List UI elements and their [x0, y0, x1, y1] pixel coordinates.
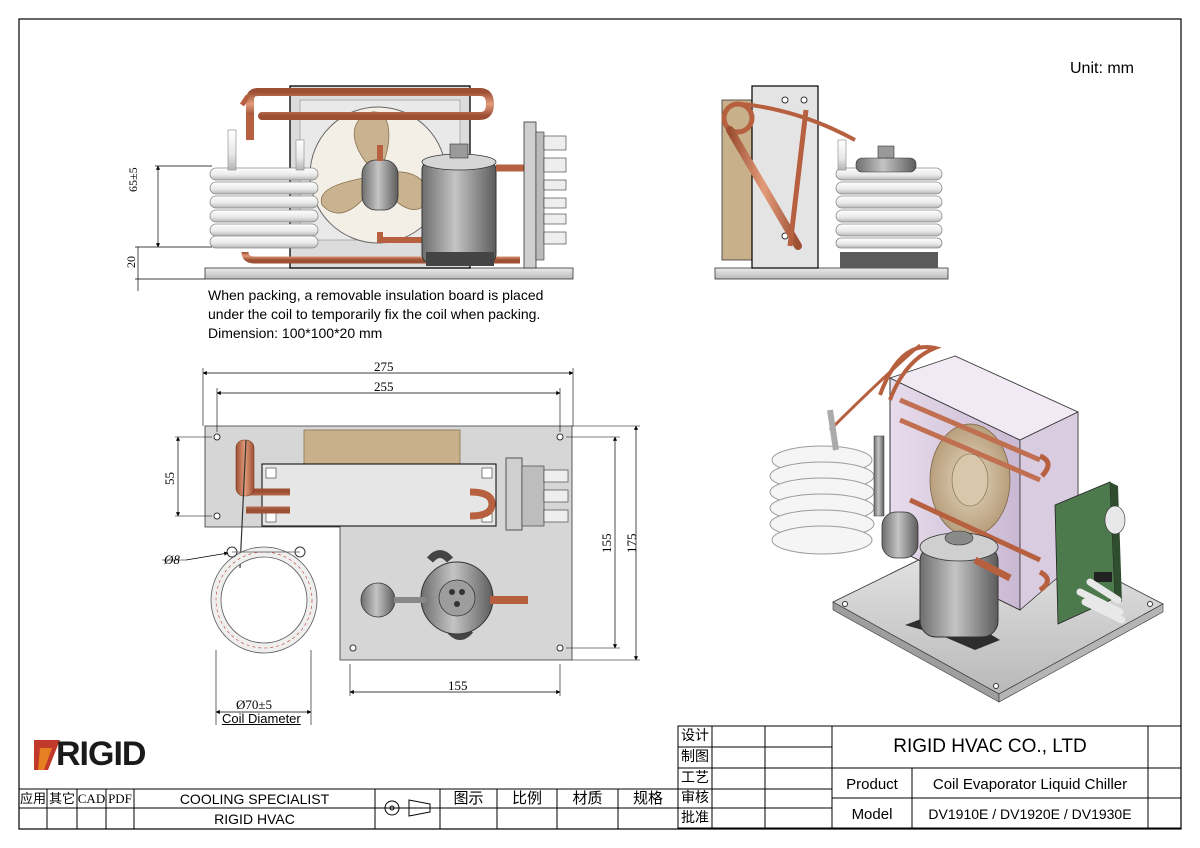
- unit-label: Unit: mm: [1070, 60, 1134, 77]
- file-type-pdf: PDF: [108, 791, 132, 806]
- title-block: [19, 725, 1182, 829]
- packing-note-line-1: When packing, a removable insulation boa…: [208, 287, 544, 303]
- iso-coil: [769, 409, 875, 555]
- dim-bottom-width: 155: [448, 678, 468, 693]
- end-base-plate: [714, 267, 949, 280]
- logo-mark: [34, 740, 60, 770]
- end-coil: [835, 139, 943, 249]
- packing-note-line-3: Dimension: 100*100*20 mm: [208, 325, 383, 341]
- dim-coil-diameter-value: Ø70±5: [236, 697, 273, 712]
- product-label: Product: [846, 776, 898, 793]
- end-view: [714, 85, 949, 280]
- isometric-view: [769, 343, 1164, 703]
- iso-compressor: [905, 530, 1012, 650]
- field-view: 图示: [453, 791, 484, 807]
- side-view: [135, 85, 574, 291]
- cooling-specialist: COOLING SPECIALIST: [179, 791, 330, 807]
- approval-design: 设计: [681, 729, 709, 744]
- approval-approve: 批准: [681, 811, 709, 826]
- approval-process: 工艺: [681, 771, 709, 786]
- dim-side-height: 65±5: [126, 167, 140, 192]
- top-coil-ring: [211, 547, 317, 653]
- file-type-apply: 应用: [19, 791, 46, 806]
- field-material: 材质: [572, 791, 603, 807]
- dim-coil-diameter-label: Coil Diameter: [222, 711, 301, 726]
- dim-top-width-outer: 275: [374, 359, 394, 374]
- side-connector-board: [523, 121, 537, 269]
- product-value: Coil Evaporator Liquid Chiller: [932, 776, 1128, 793]
- model-value: DV1910E / DV1920E / DV1930E: [928, 806, 1132, 822]
- side-compressor: [421, 159, 497, 265]
- field-scale: 比例: [511, 791, 542, 807]
- sheet-border: [18, 18, 1182, 830]
- dim-top-left-height: 55: [162, 472, 177, 485]
- logo-text: RIGID: [56, 735, 146, 773]
- top-compressor: [360, 550, 528, 640]
- company-name: RIGID HVAC CO., LTD: [893, 736, 1087, 757]
- dim-tube-diameter: Ø8: [164, 552, 180, 567]
- dim-top-depth-outer: 175: [624, 533, 639, 554]
- file-type-cad: CAD: [77, 791, 106, 806]
- side-filter-drier: [361, 159, 399, 211]
- file-type-other: 其它: [48, 791, 75, 806]
- iso-filter-drier: [881, 511, 919, 559]
- dim-top-width-inner: 255: [374, 379, 394, 394]
- side-base-plate: [204, 267, 574, 280]
- top-view: [162, 368, 640, 725]
- field-spec: 规格: [632, 791, 663, 807]
- brand-name: RIGID HVAC: [214, 811, 295, 827]
- top-condenser: [261, 463, 497, 527]
- approval-drawing: 制图: [681, 750, 709, 765]
- model-label: Model: [851, 806, 893, 823]
- dim-side-base: 20: [124, 256, 138, 268]
- packing-note-line-2: under the coil to temporarily fix the co…: [208, 306, 541, 322]
- approval-review: 审核: [681, 791, 709, 806]
- dim-top-depth-inner: 155: [599, 533, 614, 554]
- iso-pcb: [1054, 481, 1126, 625]
- side-coil: [209, 129, 319, 249]
